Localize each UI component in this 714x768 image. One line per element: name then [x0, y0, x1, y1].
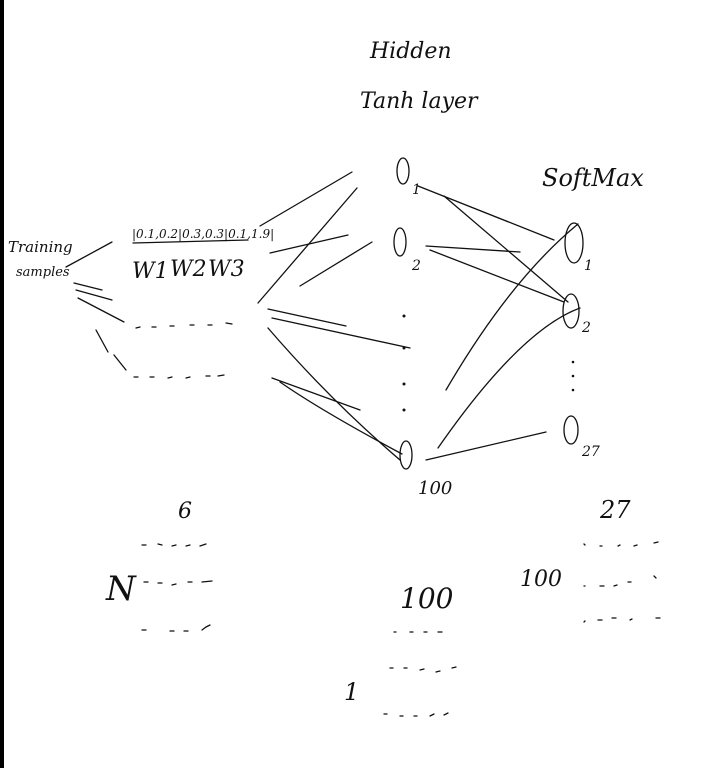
hidden-title-line2: Tanh layer [360, 89, 479, 114]
input-branch-line [65, 241, 113, 268]
matrix-dashes [141, 624, 211, 632]
output-node-2-sub: 2 [581, 320, 591, 336]
output-node-1: 1 [564, 222, 593, 274]
matrix-input-cols: 6 [178, 499, 192, 524]
matrix-dashes [389, 666, 457, 673]
output-node-27: 27 [563, 415, 600, 460]
output-ellipsis [571, 360, 575, 392]
input-branch-line [113, 354, 127, 371]
node-circle [562, 293, 580, 329]
connection-line [267, 327, 401, 461]
input-label-line1: Training [8, 238, 73, 256]
input-label-line2: samples [16, 265, 70, 280]
matrix-hidden-cols: 100 [400, 582, 453, 615]
hidden-ellipsis [402, 314, 406, 412]
connection-line [257, 187, 358, 304]
connection-line [443, 195, 569, 303]
matrix-dashes [583, 541, 659, 547]
input-branch-lines [65, 241, 127, 371]
matrix-hidden: 100 1 [344, 582, 457, 717]
ellipsis-dot [571, 374, 575, 378]
node-circle [399, 440, 413, 470]
matrix-input: 6 N [105, 499, 213, 632]
connection-line [267, 308, 347, 327]
connection-line [437, 307, 581, 449]
connection-line [279, 381, 403, 455]
input-dotted-rows [133, 322, 233, 379]
vector-text: |0.1,0.2|0.3,0.3|0.1,1.9| [132, 227, 274, 241]
hidden-title-line1: Hidden [369, 39, 452, 64]
hidden-node-1-sub: 1 [412, 182, 421, 198]
matrix-hidden-rows: 1 [344, 678, 359, 706]
connection-line [299, 241, 373, 287]
dot-dash [133, 374, 225, 379]
ellipsis-dot [402, 346, 406, 350]
input-branch-line [95, 329, 109, 353]
weight-to-hidden-lines [257, 171, 411, 461]
hidden-node-2: 2 [393, 227, 421, 274]
hidden-node-2-sub: 2 [411, 258, 421, 274]
node-circle [563, 415, 579, 445]
output-node-27-sub: 27 [581, 444, 600, 460]
input-branch-line [73, 282, 103, 291]
connection-line [429, 249, 565, 303]
node-circle [564, 222, 584, 264]
output-node-1-sub: 1 [584, 258, 593, 274]
node-circle [393, 227, 407, 257]
softmax-title: SoftMax [542, 164, 644, 192]
node-circle [396, 157, 410, 185]
connection-line [445, 223, 579, 391]
matrix-output: 27 100 [520, 496, 661, 623]
ellipsis-dot [402, 314, 406, 318]
matrix-dashes [583, 575, 657, 587]
hidden-node-1: 1 [396, 157, 421, 198]
input-branch-line [75, 289, 113, 301]
matrix-dashes [143, 580, 213, 586]
matrix-output-cols: 27 [599, 496, 631, 524]
matrix-input-rows: N [105, 569, 137, 609]
connection-line [425, 431, 547, 461]
connection-line [271, 377, 361, 411]
matrix-dashes [141, 543, 207, 547]
hidden-node-100: 100 [399, 440, 452, 499]
connection-line [271, 317, 411, 349]
ellipsis-dot [402, 382, 406, 386]
vector-underline [132, 239, 249, 244]
matrix-output-rows: 100 [520, 567, 562, 592]
frame-left-edge [0, 0, 4, 768]
weight-w1: W1 [132, 259, 169, 284]
matrix-dashes [383, 712, 449, 717]
matrix-dashes [583, 617, 661, 623]
hidden-to-output-lines [417, 185, 581, 461]
connection-line [425, 245, 521, 253]
ellipsis-dot [571, 388, 575, 392]
weight-w2: W2 [170, 257, 207, 282]
hidden-node-100-sub: 100 [418, 478, 452, 499]
weight-w3: W3 [208, 257, 245, 282]
input-branch-line [77, 297, 125, 323]
ellipsis-dot [571, 360, 575, 364]
ellipsis-dot [402, 408, 406, 412]
dot-dash [135, 322, 233, 329]
connection-line [259, 171, 353, 227]
connection-line [417, 185, 555, 241]
output-node-2: 2 [562, 293, 591, 336]
